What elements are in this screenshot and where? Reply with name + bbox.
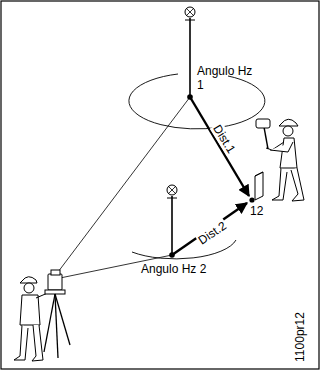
- angle-arc: [132, 240, 236, 259]
- station-point: [187, 94, 193, 100]
- angle-label: Angulo Hz 2: [140, 262, 222, 276]
- total-station: [44, 270, 70, 358]
- angle-arc: [129, 74, 265, 129]
- point-number: 12: [250, 204, 270, 218]
- sight-line: [58, 97, 190, 272]
- station-point: [169, 252, 175, 258]
- distance-arrow: [190, 97, 249, 196]
- distance-arrow: [172, 203, 247, 255]
- distance-label: Dist.2: [195, 218, 230, 248]
- angle-label: Angulo Hz 1: [197, 64, 255, 92]
- prism-pole: [167, 185, 177, 255]
- stake: [255, 172, 263, 200]
- prism-pole: [185, 7, 195, 97]
- figure-code: 1100pr12: [293, 312, 307, 362]
- worker-figure: [256, 119, 304, 201]
- target-point: [249, 197, 254, 202]
